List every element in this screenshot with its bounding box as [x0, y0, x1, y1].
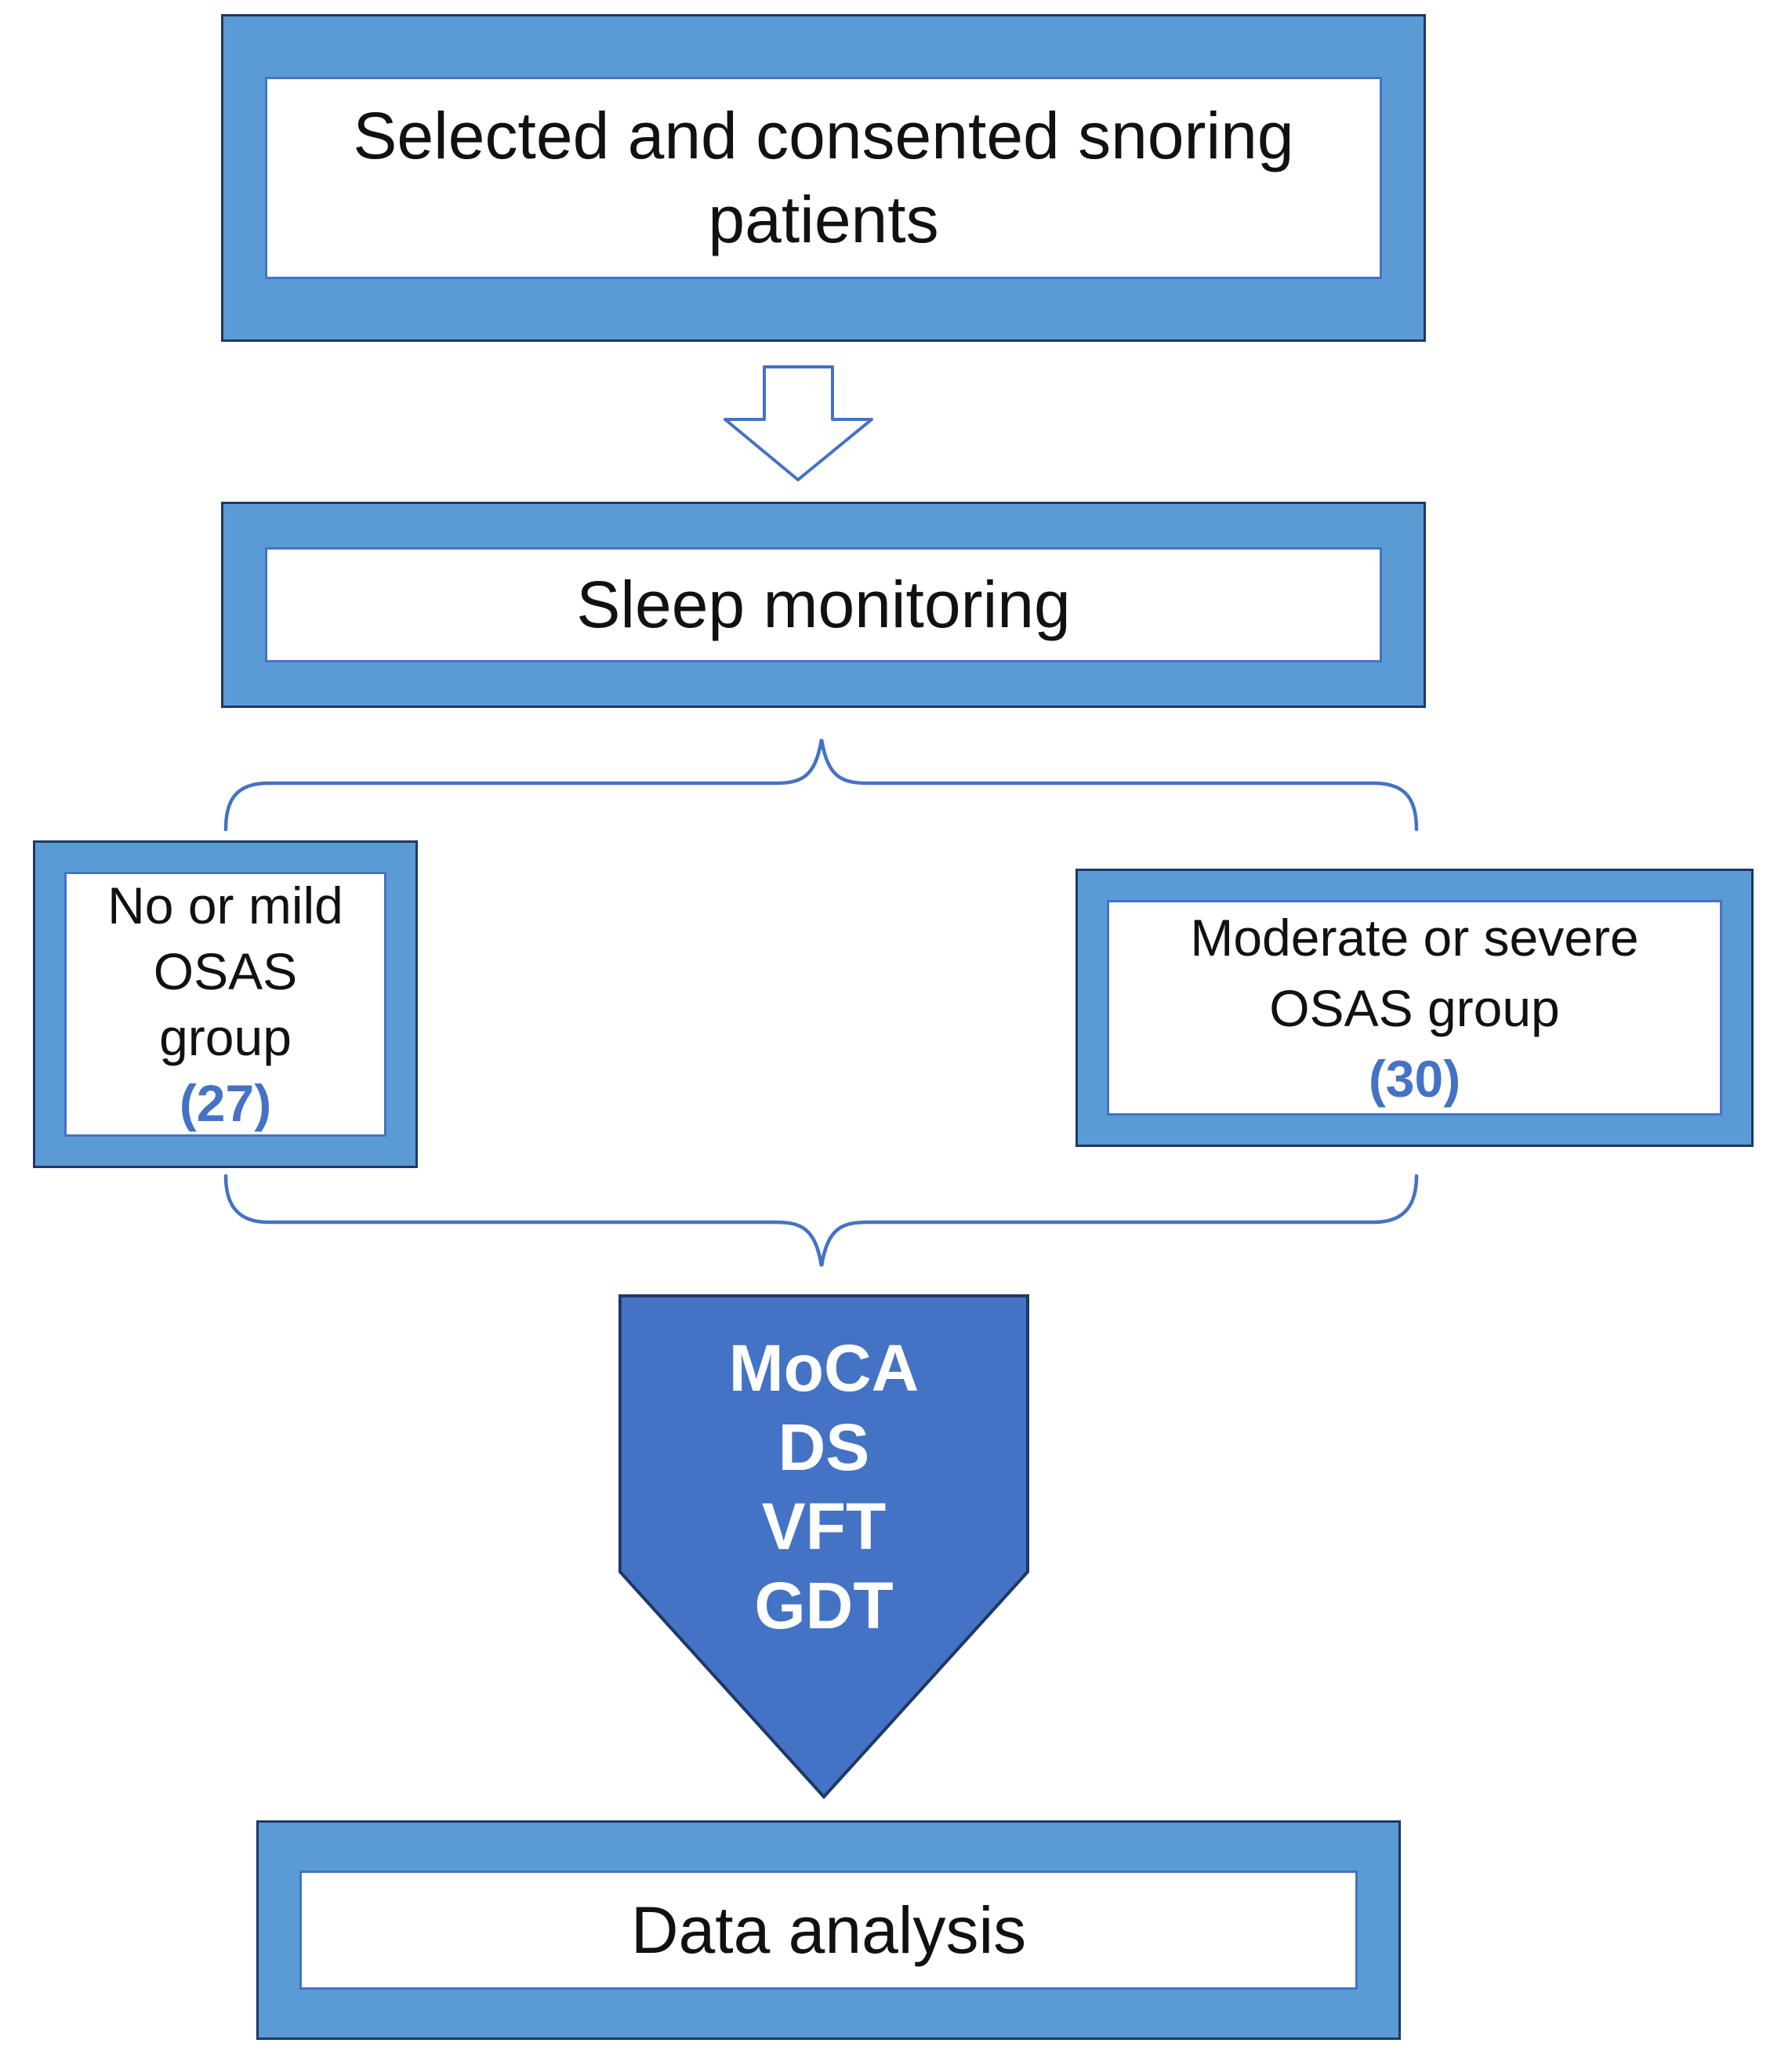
merge-brace-icon — [223, 1174, 1419, 1267]
no-mild-osas-line: No or mild — [107, 876, 343, 934]
no-mild-osas-box-inner: No or mild OSAS group (27) — [64, 872, 386, 1137]
sleep-monitoring-label: Sleep monitoring — [576, 568, 1071, 641]
enrollment-box-inner: Selected and consented snoring patients — [265, 77, 1382, 279]
moderate-severe-osas-box: Moderate or severe OSAS group (30) — [1075, 869, 1754, 1147]
moderate-severe-osas-line: Moderate or severe — [1190, 908, 1639, 967]
split-brace-icon — [223, 738, 1419, 832]
no-mild-osas-line: OSAS — [153, 942, 298, 1000]
no-mild-osas-count: (27) — [179, 1074, 272, 1132]
test-name-moca: MoCA — [728, 1331, 920, 1405]
no-mild-osas-line: group — [159, 1008, 292, 1066]
moderate-severe-osas-line: OSAS group — [1269, 978, 1560, 1037]
moderate-severe-osas-count: (30) — [1368, 1049, 1461, 1108]
test-name-gdt: GDT — [754, 1569, 894, 1642]
no-mild-osas-box: No or mild OSAS group (27) — [33, 840, 418, 1168]
enrollment-label: Selected and consented snoring patients — [353, 99, 1294, 256]
enrollment-box: Selected and consented snoring patients — [221, 14, 1426, 342]
data-analysis-box: Data analysis — [256, 1820, 1401, 2040]
sleep-monitoring-box: Sleep monitoring — [221, 502, 1426, 708]
down-arrow-icon — [724, 365, 873, 481]
test-name-ds: DS — [778, 1410, 870, 1484]
tests-arrow-shape — [618, 1294, 1029, 1799]
sleep-monitoring-box-inner: Sleep monitoring — [265, 547, 1382, 662]
data-analysis-label: Data analysis — [630, 1892, 1027, 1967]
data-analysis-box-inner: Data analysis — [299, 1871, 1358, 1990]
tests-arrow-label: MoCA DS VFT GDT — [620, 1329, 1028, 1646]
test-name-vft: VFT — [761, 1490, 887, 1563]
moderate-severe-osas-box-inner: Moderate or severe OSAS group (30) — [1107, 900, 1722, 1116]
